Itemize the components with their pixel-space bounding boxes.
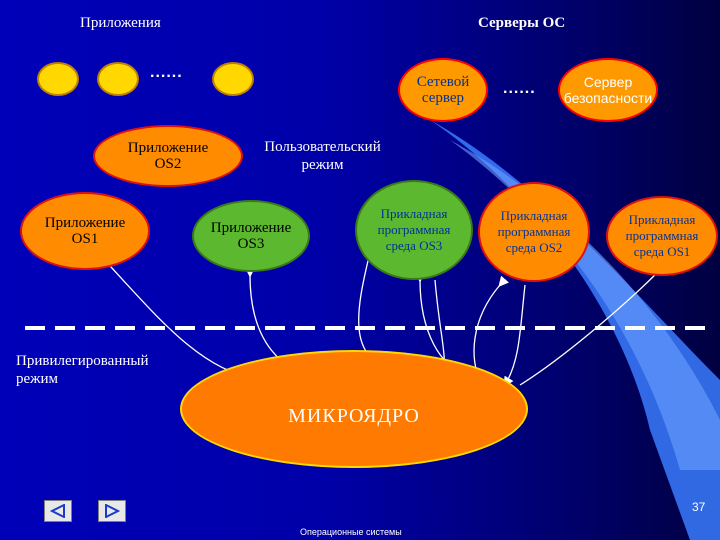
triangle-left-icon bbox=[50, 504, 65, 518]
privileged-mode-label: Привилегированный режим bbox=[16, 353, 149, 387]
footer-caption: Операционные системы bbox=[300, 527, 402, 537]
app-os1-label: Приложение OS1 bbox=[44, 215, 126, 247]
dots-separator: ...... bbox=[503, 80, 536, 97]
user-mode-label: Пользовательский режим bbox=[264, 139, 381, 173]
app-circle bbox=[37, 62, 79, 96]
env-os3-label: Прикладная программная среда OS3 bbox=[377, 206, 451, 253]
app-os3-label: Приложение OS3 bbox=[210, 220, 292, 252]
app-os3: Приложение OS3 bbox=[192, 200, 310, 272]
env-os2-label: Прикладная программная среда OS2 bbox=[497, 208, 571, 255]
network-server-label: Сетевой сервер bbox=[416, 74, 470, 106]
os-servers-title: Серверы ОС bbox=[478, 15, 566, 31]
next-slide-button[interactable] bbox=[98, 500, 126, 522]
app-circle bbox=[212, 62, 254, 96]
app-os2-label: Приложение OS2 bbox=[127, 140, 209, 172]
env-os1: Прикладная программная среда OS1 bbox=[606, 196, 718, 276]
app-os1: Приложение OS1 bbox=[20, 192, 150, 270]
microkernel-label: МИКРОЯДРО bbox=[288, 405, 420, 427]
app-circle bbox=[97, 62, 139, 96]
triangle-right-icon bbox=[105, 504, 120, 518]
env-os2: Прикладная программная среда OS2 bbox=[478, 182, 590, 282]
network-server: Сетевой сервер bbox=[398, 58, 488, 122]
microkernel: МИКРОЯДРО bbox=[180, 350, 528, 468]
env-os3: Прикладная программная среда OS3 bbox=[355, 180, 473, 280]
page-number: 37 bbox=[692, 500, 706, 514]
security-server: Сервер безопасности bbox=[558, 58, 658, 122]
security-server-label: Сервер безопасности bbox=[563, 74, 653, 106]
app-os2: Приложение OS2 bbox=[93, 125, 243, 187]
dots-separator: ...... bbox=[150, 64, 183, 81]
applications-title: Приложения bbox=[80, 15, 161, 31]
prev-slide-button[interactable] bbox=[44, 500, 72, 522]
env-os1-label: Прикладная программная среда OS1 bbox=[625, 212, 699, 259]
